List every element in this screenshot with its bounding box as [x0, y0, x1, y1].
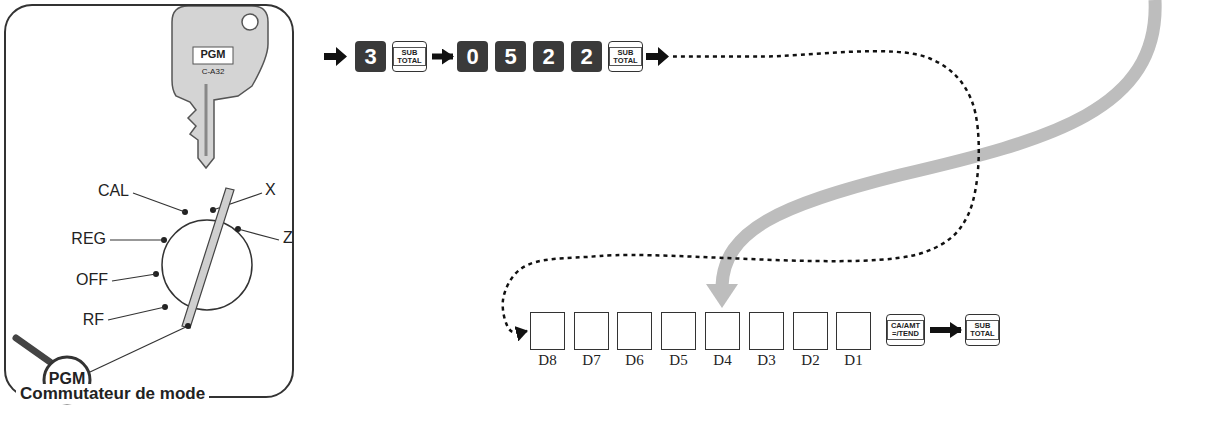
key-code: C-A32: [202, 67, 225, 76]
pgm-dot: [185, 323, 191, 329]
digit-box: D4: [705, 312, 740, 350]
number-key: 2: [533, 41, 564, 72]
key-label: 5: [504, 44, 516, 70]
key-label: SUB TOTAL: [393, 47, 426, 67]
key-drawing: [172, 6, 268, 168]
pointer-arrow-head: [706, 284, 738, 308]
panel-caption: Commutateur de mode: [16, 384, 209, 404]
key-label: 2: [542, 44, 554, 70]
key-label: 3: [364, 44, 376, 70]
dashed-flow-arrow: [503, 51, 979, 332]
digit-box: D3: [749, 312, 784, 350]
flow-arrow: [930, 327, 961, 333]
mode-label: Z: [283, 229, 293, 247]
key-hole: [242, 14, 258, 30]
key-label: SUB TOTAL: [966, 320, 999, 340]
number-key: 2: [571, 41, 602, 72]
function-key: SUB TOTAL: [392, 41, 427, 72]
flow-arrow: [324, 47, 347, 66]
digit-label: D1: [831, 352, 876, 369]
magnifier-handle: [16, 338, 50, 362]
dial-pointer: [182, 188, 234, 328]
key-label: 2: [580, 44, 592, 70]
digit-box: D7: [574, 312, 609, 350]
mode-label: CAL: [98, 182, 129, 200]
mode-label: RF: [83, 311, 104, 329]
digit-label: D2: [788, 352, 833, 369]
number-key: 0: [457, 41, 488, 72]
digit-label: D6: [612, 352, 657, 369]
function-key: SUB TOTAL: [608, 41, 643, 72]
mode-label: REG: [71, 230, 106, 248]
digit-label: D8: [525, 352, 570, 369]
key-label: 0: [466, 44, 478, 70]
magnified-mode-label: PGM: [49, 370, 85, 388]
flow-arrow: [432, 54, 453, 60]
digit-label: D5: [656, 352, 701, 369]
digit-label: D7: [569, 352, 614, 369]
digit-box: D6: [617, 312, 652, 350]
digit-label: D4: [700, 352, 745, 369]
mode-switch-panel: Commutateur de mode: [4, 4, 294, 398]
key-label: SUB TOTAL: [609, 47, 642, 67]
mode-label: OFF: [76, 271, 108, 289]
leader-lines: [90, 193, 279, 372]
number-key: 3: [355, 41, 386, 72]
digit-label: D3: [744, 352, 789, 369]
flow-arrow: [646, 47, 669, 66]
key-tag-text: PGM: [200, 48, 225, 60]
digit-box: D8: [530, 312, 565, 350]
digit-box: D5: [661, 312, 696, 350]
key-label: CA/AMT =/TEND: [887, 320, 924, 340]
function-key: CA/AMT =/TEND: [886, 314, 925, 346]
digit-box: D2: [793, 312, 828, 350]
pointer-arrow: [722, 0, 1155, 286]
key-groove: [205, 84, 208, 156]
function-key: SUB TOTAL: [965, 314, 1000, 346]
mode-label: X: [265, 181, 276, 199]
key-tag: [193, 47, 233, 64]
number-key: 5: [495, 41, 526, 72]
digit-box: D1: [836, 312, 871, 350]
